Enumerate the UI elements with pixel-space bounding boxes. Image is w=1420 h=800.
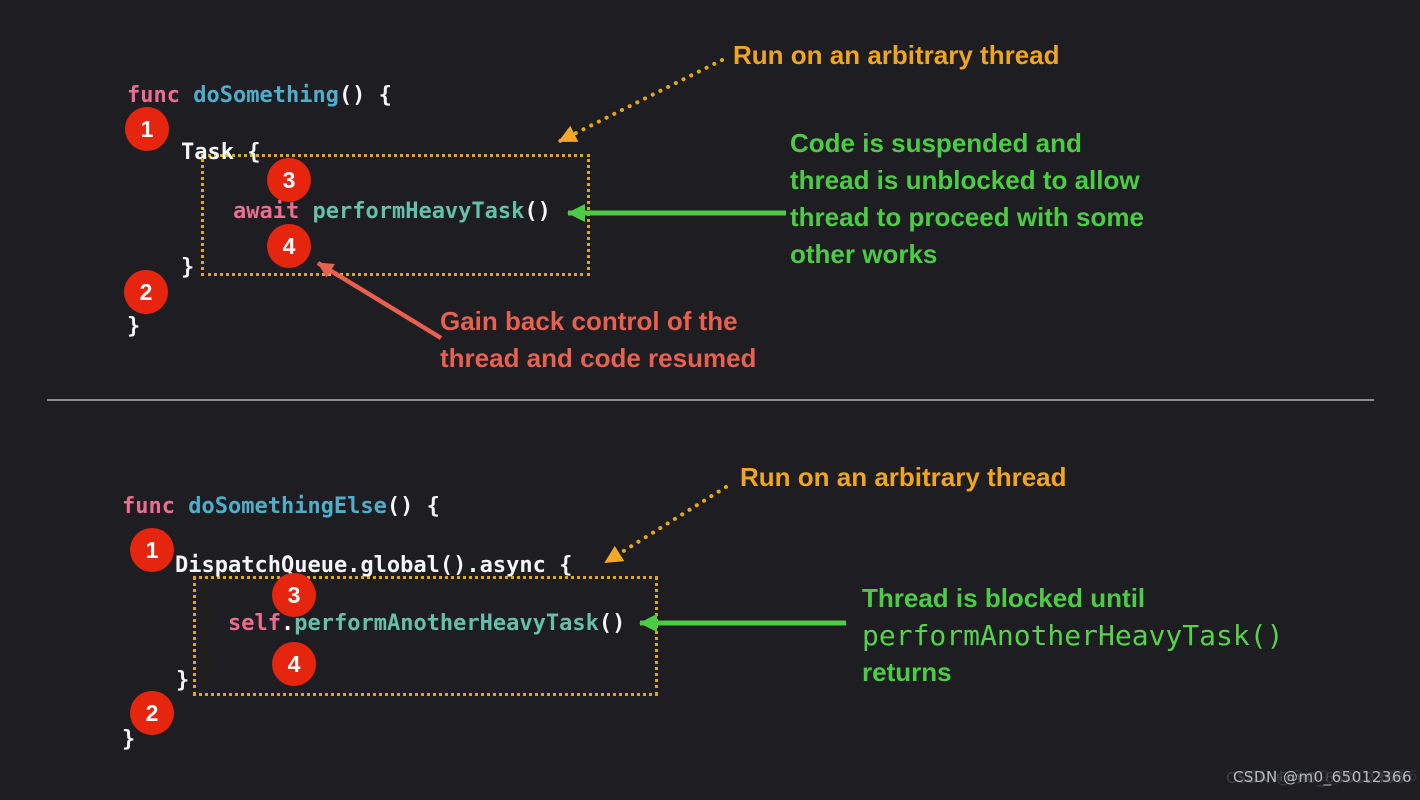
keyword-await: await (233, 199, 300, 224)
code-line-dispatchqueue: DispatchQueue.global().async { (175, 553, 573, 578)
code-punct: () { (338, 83, 392, 108)
note-line: thread is unblocked to allow (790, 165, 1140, 195)
dotted-arrow-top (558, 58, 724, 143)
code-punct: . (280, 611, 295, 636)
code-line-close-task: } (181, 255, 195, 280)
badge-number: 3 (282, 166, 296, 193)
note-code-reference: performAnotherHeavyTask() (862, 619, 1284, 652)
note-line: returns (862, 657, 952, 687)
code-line-func-dosomethingelse: func doSomethingElse() { (122, 493, 440, 521)
badge-number: 1 (145, 536, 159, 563)
code-punct: () (598, 611, 626, 636)
step-badge-1-bottom: 1 (130, 528, 174, 572)
blocking-highlight-box-bottom (193, 576, 658, 696)
function-name-dosomething: doSomething (193, 83, 339, 108)
note-line: thread and code resumed (440, 343, 757, 373)
code-punct: () { (386, 494, 440, 519)
badge-number: 4 (282, 232, 296, 259)
watermark: CSDN @m0_65012366 (1232, 768, 1412, 786)
label-arbitrary-thread-top: Run on an arbitrary thread (733, 40, 1060, 70)
note-line: Code is suspended and (790, 128, 1082, 158)
step-badge-4-bottom: 4 (272, 642, 316, 686)
code-line-self-call: self.performAnotherHeavyTask() (228, 610, 625, 638)
code-line-close-func: } (127, 314, 141, 339)
step-badge-1-top: 1 (125, 107, 169, 151)
call-performheavytask: performHeavyTask (312, 199, 525, 224)
code-space (175, 494, 188, 519)
dotted-arrow-bottom (604, 485, 728, 564)
code-space (299, 199, 312, 224)
step-badge-3-bottom: 3 (272, 573, 316, 617)
code-space (180, 83, 193, 108)
note-line: Thread is blocked until (862, 583, 1146, 613)
badge-number: 2 (145, 699, 159, 726)
note-code-suspended: Code is suspended and thread is unblocke… (790, 125, 1144, 273)
keyword-self: self (228, 611, 281, 636)
call-performanotherheavytask: performAnotherHeavyTask (294, 611, 599, 636)
badge-number: 4 (287, 650, 301, 677)
badge-number: 1 (140, 115, 154, 142)
label-arbitrary-thread-bottom: Run on an arbitrary thread (740, 462, 1067, 492)
function-name-dosomethingelse: doSomethingElse (188, 494, 387, 519)
code-line-close-closure: } (176, 668, 190, 693)
badge-number: 3 (287, 581, 301, 608)
step-badge-2-top: 2 (124, 270, 168, 314)
code-line-close-func: } (122, 727, 136, 752)
badge-number: 2 (139, 278, 153, 305)
code-punct: () (524, 199, 551, 224)
note-thread-blocked: Thread is blocked until performAnotherHe… (862, 580, 1283, 691)
note-line: thread to proceed with some (790, 202, 1144, 232)
step-badge-4-top: 4 (267, 224, 311, 268)
code-line-func-dosomething: func doSomething() { (127, 82, 392, 110)
keyword-func: func (127, 83, 180, 108)
note-gain-back-control: Gain back control of the thread and code… (440, 303, 756, 377)
code-line-await-call: await performHeavyTask() (233, 198, 551, 226)
note-line: other works (790, 239, 938, 269)
note-line: Gain back control of the (440, 306, 738, 336)
keyword-func: func (122, 494, 175, 519)
step-badge-3-top: 3 (267, 158, 311, 202)
section-divider (47, 399, 1374, 401)
step-badge-2-bottom: 2 (130, 691, 174, 735)
code-line-task-open: Task { (181, 140, 261, 165)
